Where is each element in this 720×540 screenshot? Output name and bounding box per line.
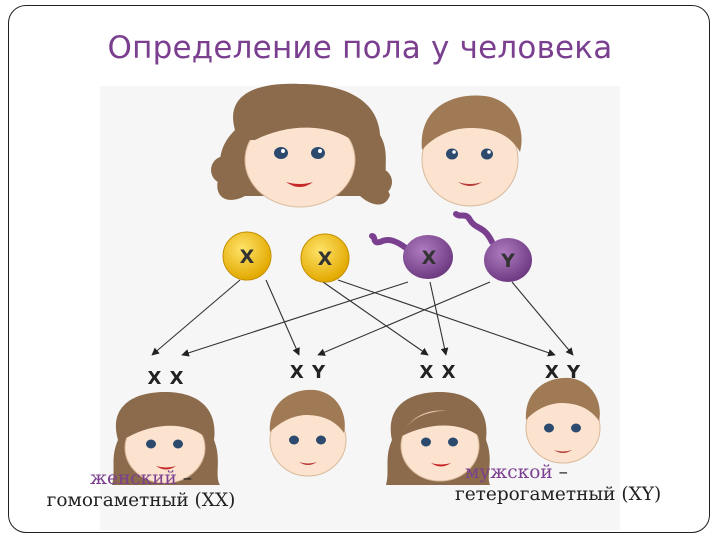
mother-face-icon [211, 83, 392, 208]
arrow-egg1-child1 [151, 279, 241, 356]
sperm-y-chromosome: Y [500, 250, 515, 272]
egg-1-chromosome: X [240, 246, 255, 268]
sperm-cell-x: X [369, 233, 453, 279]
male-caption: мужской – гетерогаметный (XY) [455, 462, 715, 506]
egg-cell-2: X [300, 233, 350, 283]
daughter-face-icon [112, 392, 220, 485]
inheritance-arrows [151, 279, 574, 357]
female-word: женский [89, 468, 177, 489]
arrow-egg2-child3 [322, 281, 429, 356]
female-caption: женский – гомогаметный (XX) [22, 468, 260, 512]
arrow-spermy-child2 [317, 281, 491, 356]
offspring-3-genotype: X X [419, 362, 456, 383]
arrow-spermx-child1 [181, 281, 409, 357]
offspring-2-genotype: X Y [290, 362, 326, 383]
female-description: гомогаметный (XX) [46, 490, 236, 511]
arrow-spermy-child4 [511, 281, 574, 356]
slide-title: Определение пола у человека [107, 30, 613, 66]
arrow-spermx-child3 [429, 281, 449, 356]
offspring-1-genotype: X X [147, 368, 184, 389]
father-face-icon [421, 95, 522, 207]
sperm-x-chromosome: X [422, 247, 437, 269]
son-face-icon-1 [269, 389, 347, 477]
arrow-egg2-child4 [337, 279, 556, 357]
offspring-4-genotype: X Y [545, 362, 581, 383]
female-dash: – [176, 468, 193, 489]
son-face-icon-2 [525, 377, 601, 464]
egg-cell-1: X [222, 231, 272, 281]
male-description: гетерогаметный (XY) [455, 484, 662, 505]
arrow-egg1-child2 [265, 279, 300, 356]
daughter-face-icon-2 [386, 392, 490, 485]
egg-2-chromosome: X [318, 248, 333, 270]
sperm-cell-y: Y [453, 211, 532, 282]
male-dash: – [552, 462, 568, 483]
male-word: мужской [465, 462, 553, 483]
